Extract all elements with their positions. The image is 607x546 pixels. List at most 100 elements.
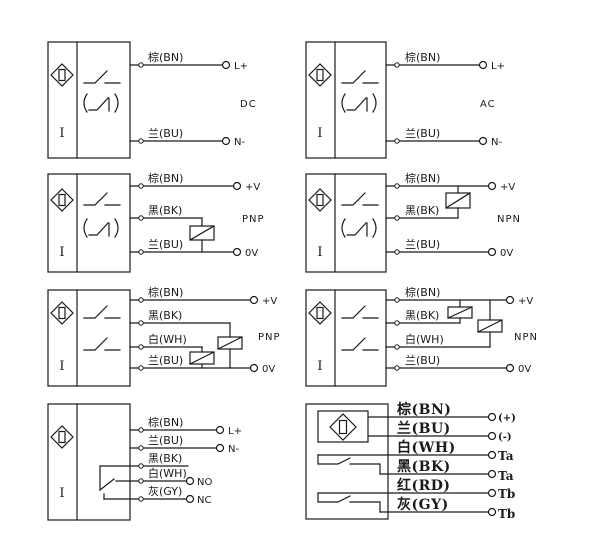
terminal-pos (215, 425, 225, 435)
wire-end (138, 320, 144, 326)
wire-label-rd: 红(RD) (397, 477, 451, 494)
wire-label-bn: 棕(BN) (148, 415, 183, 429)
output-type-label: PNP (258, 332, 281, 343)
wire-label-bu: 兰(BU) (148, 238, 183, 251)
terminal-pos (249, 295, 259, 305)
terminal-neg (249, 363, 259, 373)
wire-label-bk: 黑(BK) (148, 309, 182, 322)
wire-end (138, 138, 144, 144)
terminal-label-ta: Ta (498, 469, 514, 483)
terminal-neg (487, 247, 497, 257)
wire-label-bn: 棕(BN) (148, 50, 183, 64)
terminal-neg (232, 247, 242, 257)
switch-contact-bracketed (341, 218, 377, 238)
panel-pnp-three-wire: I 棕(BN) +V 黑(BK) PNP 兰(BU) 0V (47, 171, 264, 273)
terminal-tb (487, 488, 497, 498)
sensor-symbol (329, 413, 357, 441)
sensor-housing (305, 41, 387, 159)
terminal-pos (487, 412, 497, 422)
wire-label-bn: 棕(BN) (405, 171, 440, 185)
sensor-mark: I (317, 126, 322, 141)
switch-tb (317, 492, 381, 513)
terminal-neg (487, 431, 497, 441)
sensor-symbol (308, 188, 332, 212)
terminal-ta (487, 450, 497, 460)
wire-end (138, 445, 144, 451)
terminal-ta (487, 469, 497, 479)
wire-end (138, 215, 144, 221)
wire-label-bk: 黑(BK) (405, 309, 439, 322)
terminal-label-pos: L+ (491, 61, 505, 72)
wire-label-bu: 兰(BU) (397, 420, 451, 437)
wire-label-bn: 棕(BN) (405, 50, 440, 64)
terminal-tb (487, 507, 497, 517)
wire-end (394, 344, 400, 350)
terminal-pos (487, 181, 497, 191)
wire-end (138, 427, 144, 433)
sensor-mark: I (59, 486, 64, 501)
terminal-label-neg: N- (491, 137, 502, 148)
wire-label-wh: 白(WH) (405, 332, 444, 346)
terminal-label-neg: 0V (500, 248, 513, 259)
wire-label-bn: 棕(BN) (148, 171, 183, 185)
sensor-housing (47, 173, 131, 273)
sensor-housing (47, 289, 131, 387)
panel-dc-two-wire: I 棕(BN) L+ DC 兰(BU) N- (47, 41, 256, 159)
wire-label-bu: 兰(BU) (405, 238, 440, 251)
wire-end (138, 297, 144, 303)
terminal-pos (478, 60, 488, 70)
sensor-symbol (50, 188, 74, 212)
sensor-housing (47, 403, 131, 521)
wire-end (394, 297, 400, 303)
wire-label-wh: 白(WH) (397, 439, 456, 456)
terminal-label-tb: Tb (498, 507, 515, 521)
wire-label-gy: 灰(GY) (397, 496, 449, 513)
terminal-no (185, 476, 195, 486)
terminal-label-nc: NC (197, 495, 211, 506)
sensor-symbol (50, 425, 74, 449)
switch-ta (317, 454, 381, 475)
terminal-pos (232, 181, 242, 191)
terminal-label-pos: L+ (228, 426, 242, 437)
terminal-pos (505, 295, 515, 305)
wire-label-bk: 黑(BK) (405, 204, 439, 217)
wire-end (394, 183, 400, 189)
sensor-housing (305, 173, 387, 273)
output-type-label: NPN (497, 214, 521, 225)
wire-end (138, 344, 144, 350)
sensor-symbol (50, 63, 74, 87)
switch-contact (83, 70, 121, 84)
sensor-symbol (308, 63, 332, 87)
terminal-label-pos: +V (262, 296, 277, 307)
panel-pnp-four-wire: I 棕(BN) +V 黑(BK) 白(WH) PNP 兰(BU) 0V (47, 285, 281, 387)
terminal-label-neg: N- (228, 444, 239, 455)
sensor-symbol (308, 301, 332, 325)
terminal-neg (478, 136, 488, 146)
switch-contact-bracketed (341, 93, 377, 113)
wire-label-bu: 兰(BU) (148, 127, 183, 140)
wire-label-bu: 兰(BU) (405, 354, 440, 367)
terminal-label-neg: 0V (262, 364, 275, 375)
terminal-label-no: NO (197, 477, 212, 488)
relay-coil (189, 225, 215, 241)
panel-npn-four-wire: I 棕(BN) +V 黑(BK) 白(WH) NPN 兰(BU) 0V (305, 285, 538, 387)
relay-coil (445, 192, 471, 209)
wire-end (394, 365, 400, 371)
output-type-label: NPN (514, 332, 538, 343)
panel-relay-six-wire: 棕(BN) (+) 兰(BU) (-) 白(WH) Ta 黑(BK) Ta 红(… (305, 401, 516, 521)
wire-label-bn: 棕(BN) (396, 401, 451, 418)
terminal-label-pos: +V (245, 182, 260, 193)
wire-label-wh: 白(WH) (148, 466, 187, 480)
terminal-label-neg: (-) (498, 432, 512, 443)
relay-coil (477, 319, 503, 333)
terminal-label-pos: L+ (234, 61, 248, 72)
relay-coil (189, 351, 215, 365)
terminal-label-pos: +V (500, 182, 515, 193)
wire-end (138, 496, 144, 502)
wire-label-wh: 白(WH) (148, 332, 187, 346)
panel-relay-five-wire: I 棕(BN) L+ 兰(BU) N- 黑(BK) 白(WH) NO 灰(GY)… (47, 403, 242, 521)
terminal-pos (221, 60, 231, 70)
wire-end (394, 62, 400, 68)
switch-contact-bracketed (83, 93, 119, 113)
wire-end (394, 249, 400, 255)
